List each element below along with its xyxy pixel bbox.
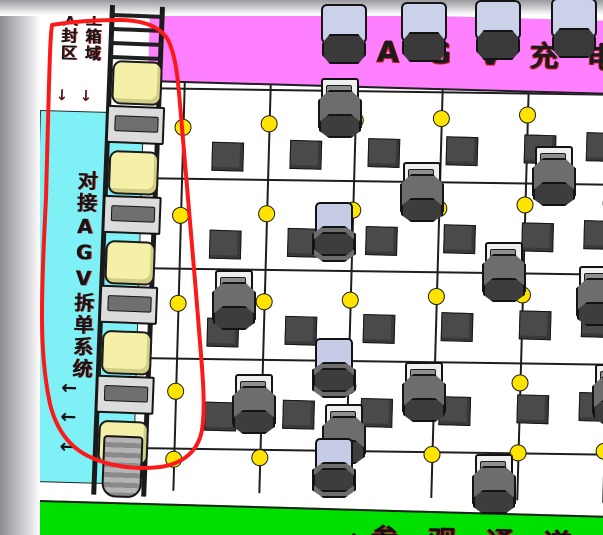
grid-node-marker[interactable]	[165, 450, 183, 468]
grid-line-horizontal	[141, 447, 603, 456]
visitor-passage-label: →参 观 通 道→	[337, 516, 603, 535]
grid-node-marker[interactable]	[518, 106, 537, 124]
grid-node-marker[interactable]	[432, 109, 451, 128]
grid-node-marker[interactable]	[251, 448, 269, 467]
storage-pallet[interactable]	[208, 229, 242, 260]
storage-pallet[interactable]	[365, 226, 398, 256]
grid-node-marker[interactable]	[171, 206, 190, 225]
workstation-belt	[110, 205, 156, 223]
sorting-zone-label: 对接AGV拆单系统	[68, 169, 99, 381]
storage-pallet[interactable]	[211, 141, 245, 172]
flow-arrow-icon: ←	[60, 376, 78, 400]
workstation-belt	[107, 295, 152, 313]
agv-charging-station[interactable]	[550, 0, 597, 58]
storage-pallet[interactable]	[445, 136, 479, 167]
charger-base	[402, 32, 446, 62]
storage-pallet[interactable]	[583, 220, 603, 251]
storage-pallet[interactable]	[516, 394, 550, 425]
charger-base	[476, 30, 520, 60]
storage-pallet[interactable]	[289, 139, 323, 170]
storage-pallet[interactable]	[362, 313, 396, 344]
agv-base-skirt	[533, 182, 575, 206]
agv-robot-empty[interactable]	[400, 162, 444, 222]
packing-tote[interactable]	[111, 60, 163, 106]
storage-pallet[interactable]	[360, 397, 394, 428]
packing-workstation[interactable]	[95, 374, 155, 415]
down-arrow-icon: ↓	[55, 86, 69, 105]
grid-node-marker[interactable]	[427, 287, 446, 306]
grid-node-marker[interactable]	[260, 115, 278, 133]
storage-pallet[interactable]	[585, 132, 603, 163]
label-gong-xiang-yu: 工箱域	[81, 10, 102, 63]
agv-base-skirt	[473, 490, 515, 514]
grid-line-horizontal	[144, 357, 603, 366]
conveyor-rung	[109, 12, 165, 19]
agv-base-skirt	[313, 232, 355, 256]
storage-pallet[interactable]	[367, 138, 401, 168]
agv-storage-grid	[140, 74, 603, 503]
grid-node-marker[interactable]	[511, 374, 529, 392]
packing-tote[interactable]	[104, 239, 156, 286]
workstation-belt	[103, 384, 149, 403]
agv-robot-empty[interactable]	[472, 454, 516, 514]
packing-workstation[interactable]	[98, 284, 159, 325]
agv-base-skirt	[313, 368, 355, 392]
agv-robot-empty[interactable]	[212, 270, 256, 330]
agv-robot-empty[interactable]	[232, 374, 276, 434]
down-arrow-icon: ↓	[79, 86, 93, 106]
top-gray-margin	[0, 0, 603, 16]
agv-robot-empty[interactable]	[532, 146, 576, 206]
agv-charging-station[interactable]	[320, 4, 367, 64]
agv-robot-empty[interactable]	[576, 266, 603, 326]
conveyor-end-unit[interactable]	[101, 434, 144, 499]
left-gray-margin	[0, 0, 40, 535]
charger-base	[322, 34, 366, 64]
packing-tote[interactable]	[100, 329, 153, 376]
packing-workstation[interactable]	[102, 194, 162, 235]
workstation-belt	[114, 115, 159, 133]
grid-node-marker[interactable]	[169, 294, 187, 313]
label-ren-feng-qu: 人封区	[57, 10, 78, 62]
grid-node-marker[interactable]	[257, 205, 276, 223]
storage-pallet[interactable]	[440, 312, 474, 343]
flow-arrow-icon: ←	[59, 435, 76, 458]
agv-charging-station[interactable]	[474, 0, 521, 60]
packing-workstation[interactable]	[105, 104, 166, 146]
grid-node-marker[interactable]	[166, 382, 185, 401]
storage-pallet[interactable]	[521, 222, 554, 253]
charging-zone-band: A G V 充 电 区	[147, 8, 603, 97]
conveyor-rung	[109, 26, 165, 33]
agv-robot-loaded[interactable]	[312, 338, 356, 398]
agv-base-skirt	[313, 468, 355, 492]
agv-base-skirt	[319, 114, 361, 138]
grid-node-marker[interactable]	[423, 445, 441, 464]
agv-robot-loaded[interactable]	[312, 438, 356, 498]
grid-node-marker[interactable]	[174, 118, 192, 137]
agv-robot-empty[interactable]	[592, 364, 603, 424]
grid-node-marker[interactable]	[595, 442, 603, 461]
agv-base-skirt	[483, 278, 525, 302]
sorting-flow-arrows: ← ← ←	[45, 373, 91, 463]
conveyor-rung	[108, 40, 164, 47]
agv-charging-station[interactable]	[400, 2, 447, 62]
grid-node-marker[interactable]	[341, 291, 359, 309]
agv-robot-empty[interactable]	[402, 362, 446, 422]
grid-node-marker[interactable]	[255, 292, 273, 311]
charger-base	[552, 28, 596, 58]
storage-pallet[interactable]	[443, 224, 476, 255]
packing-tote[interactable]	[107, 149, 160, 196]
grid-line-vertical	[172, 74, 186, 491]
agv-robot-empty[interactable]	[482, 242, 526, 302]
agv-robot-empty[interactable]	[318, 78, 362, 138]
packing-area-labels: 人封区 工箱域 ↓ ↓	[52, 10, 111, 110]
agv-base-skirt	[401, 198, 443, 222]
agv-base-skirt	[403, 398, 445, 422]
agv-base-skirt	[213, 306, 255, 330]
agv-base-skirt	[233, 410, 275, 434]
agv-robot-loaded[interactable]	[312, 202, 356, 262]
storage-pallet[interactable]	[518, 310, 552, 341]
flow-arrow-icon: ←	[60, 406, 77, 429]
storage-pallet[interactable]	[282, 399, 315, 430]
